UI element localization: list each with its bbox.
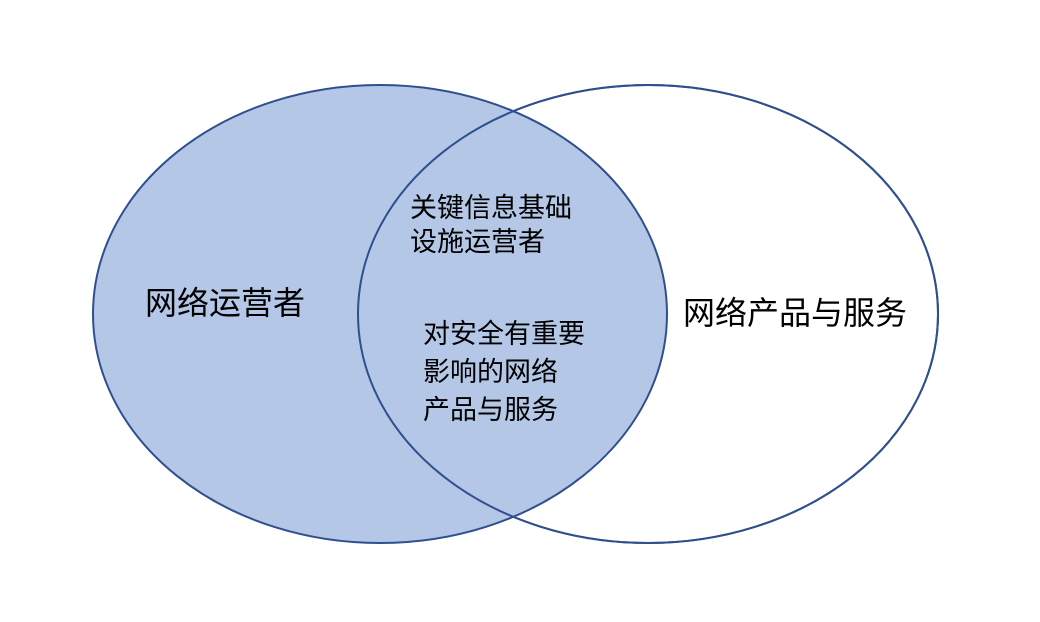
intersection-upper-label: 关键信息基础 设施运营者 [410, 192, 572, 260]
intersection-upper-line: 设施运营者 [410, 227, 545, 258]
intersection-lower-label: 对安全有重要 影响的网络 产品与服务 [423, 316, 585, 430]
intersection-upper-line: 关键信息基础 [410, 193, 572, 224]
intersection-lower-line: 产品与服务 [423, 395, 558, 426]
right-set-label: 网络产品与服务 [683, 294, 908, 332]
left-set-circle [92, 84, 668, 544]
left-set-label: 网络运营者 [145, 284, 306, 322]
intersection-lower-line: 对安全有重要 [423, 319, 585, 350]
right-set-outline [357, 84, 939, 544]
intersection-lower-line: 影响的网络 [423, 357, 558, 388]
